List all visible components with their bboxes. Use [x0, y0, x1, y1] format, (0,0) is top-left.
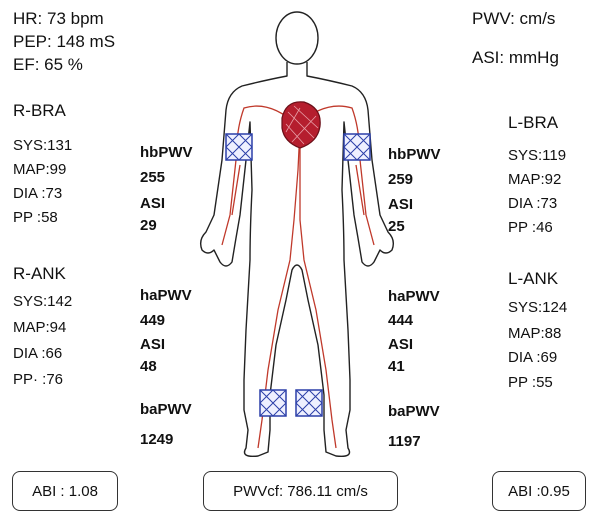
pwvcf-box: PWVcf: 786.11 cm/s	[203, 471, 398, 511]
abi-right-value: ABI : 1.08	[32, 483, 98, 500]
r-bra-title: R-BRA	[13, 102, 66, 119]
asi-unit: ASI: mmHg	[472, 49, 559, 66]
cuff-right-ankle	[260, 390, 286, 416]
l-ank-pp: PP :55	[508, 375, 553, 390]
cuff-left-arm	[344, 134, 370, 160]
r-ha-asi-label: ASI	[140, 337, 165, 352]
pwv-unit: PWV: cm/s	[472, 10, 555, 27]
l-ha-asi-label: ASI	[388, 337, 413, 352]
r-ank-map: MAP:94	[13, 320, 66, 335]
r-bra-dia: DIA :73	[13, 186, 62, 201]
l-hb-asi-value: 25	[388, 219, 405, 234]
l-bra-dia: DIA :73	[508, 196, 557, 211]
l-bra-sys: SYS:119	[508, 148, 566, 163]
r-bra-pp: PP :58	[13, 210, 58, 225]
l-hapwv-value: 444	[388, 313, 413, 328]
heart-rate: HR: 73 bpm	[13, 10, 104, 27]
l-bapwv-label: baPWV	[388, 404, 440, 419]
abi-left-box: ABI :0.95	[492, 471, 586, 511]
abi-left-value: ABI :0.95	[508, 483, 570, 500]
ejection-fraction: EF: 65 %	[13, 56, 83, 73]
pwvcf-value: PWVcf: 786.11 cm/s	[233, 483, 368, 500]
l-hbpwv-label: hbPWV	[388, 147, 441, 162]
r-hbpwv-value: 255	[140, 170, 165, 185]
l-ank-dia: DIA :69	[508, 350, 557, 365]
cuff-right-arm	[226, 134, 252, 160]
r-bapwv-label: baPWV	[140, 402, 192, 417]
heart-icon	[282, 102, 320, 148]
l-ank-map: MAP:88	[508, 326, 561, 341]
r-ank-title: R-ANK	[13, 265, 66, 282]
l-ank-title: L-ANK	[508, 270, 558, 287]
r-hapwv-value: 449	[140, 313, 165, 328]
l-hbpwv-value: 259	[388, 172, 413, 187]
l-bra-map: MAP:92	[508, 172, 561, 187]
l-bapwv-value: 1197	[388, 434, 421, 449]
r-bapwv-value: 1249	[140, 432, 173, 447]
l-hapwv-label: haPWV	[388, 289, 440, 304]
r-hapwv-label: haPWV	[140, 288, 192, 303]
r-ha-asi-value: 48	[140, 359, 157, 374]
l-bra-title: L-BRA	[508, 114, 558, 131]
r-hb-asi-value: 29	[140, 218, 157, 233]
l-hb-asi-label: ASI	[388, 197, 413, 212]
r-bra-sys: SYS:131	[13, 138, 72, 153]
r-ank-pp: PP· :76	[13, 372, 63, 387]
r-bra-map: MAP:99	[13, 162, 66, 177]
r-ank-dia: DIA :66	[13, 346, 62, 361]
l-bra-pp: PP :46	[508, 220, 553, 235]
l-ha-asi-value: 41	[388, 359, 405, 374]
pre-ejection-period: PEP: 148 mS	[13, 33, 115, 50]
cuff-left-ankle	[296, 390, 322, 416]
r-ank-sys: SYS:142	[13, 294, 72, 309]
r-hb-asi-label: ASI	[140, 196, 165, 211]
l-ank-sys: SYS:124	[508, 300, 567, 315]
abi-right-box: ABI : 1.08	[12, 471, 118, 511]
r-hbpwv-label: hbPWV	[140, 145, 193, 160]
